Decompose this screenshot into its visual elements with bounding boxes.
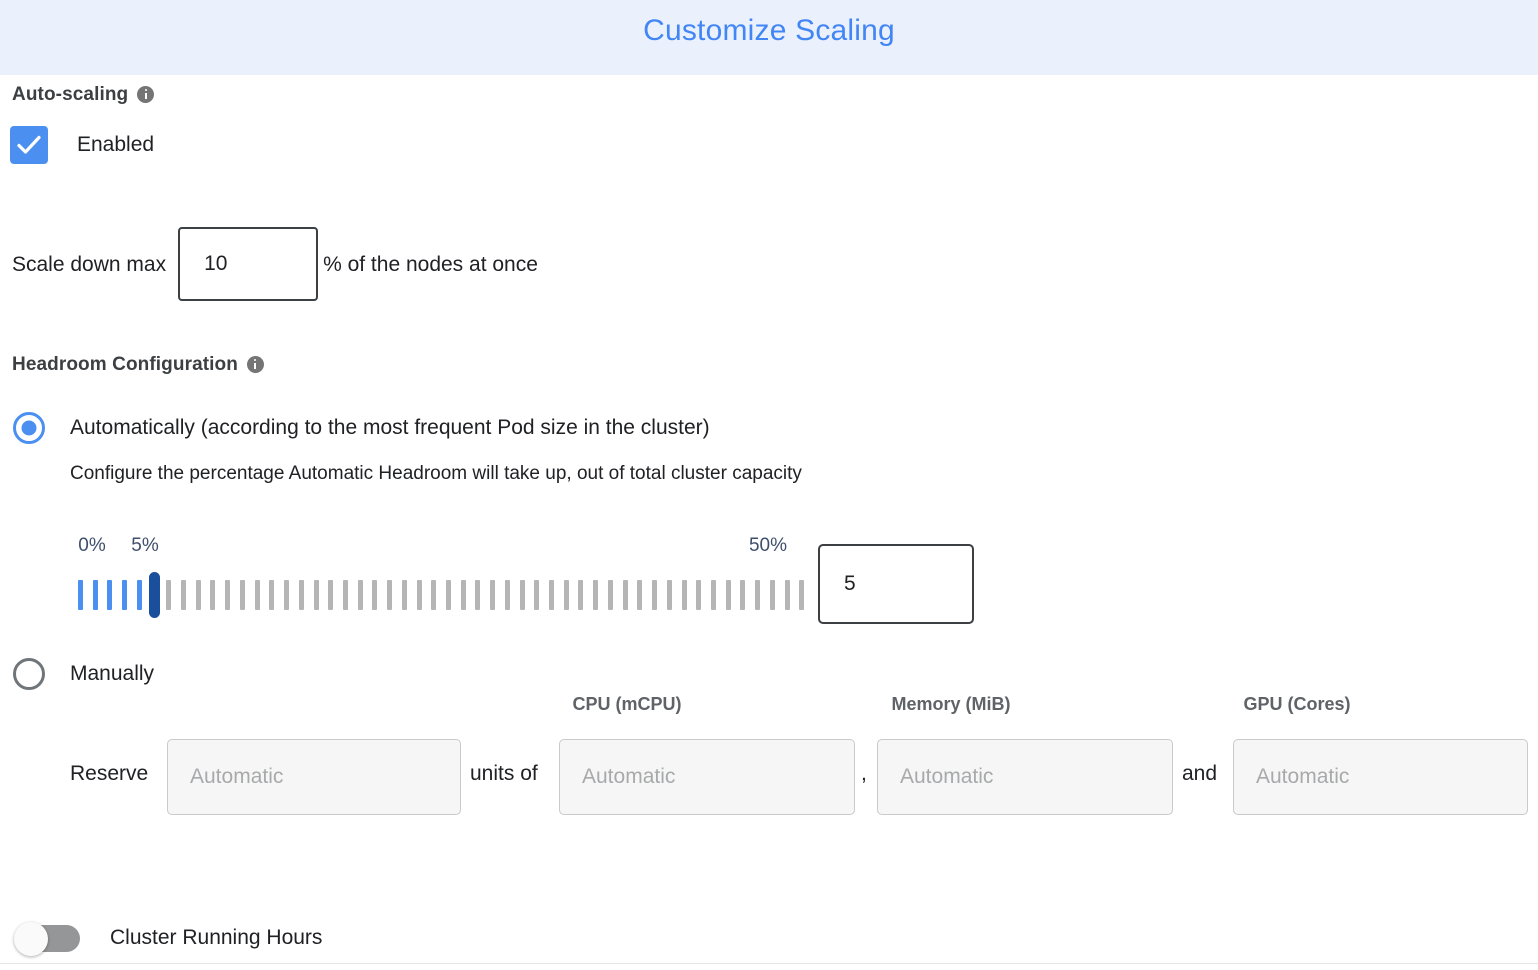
slider-tick[interactable] <box>578 580 584 610</box>
slider-tick[interactable] <box>446 580 451 610</box>
slider-tick[interactable] <box>92 580 98 610</box>
slider-max-label: 50% <box>748 535 788 556</box>
slider-tick-labels: 0% 5% 50% <box>0 535 1538 561</box>
slider-tick[interactable] <box>210 580 216 610</box>
cluster-running-hours-row[interactable]: Cluster Running Hours <box>14 922 323 956</box>
scale-down-max-input[interactable] <box>178 227 319 301</box>
slider-tick[interactable] <box>298 580 304 610</box>
slider-tick[interactable] <box>328 580 334 610</box>
slider-tick[interactable] <box>372 580 378 610</box>
slider-tick[interactable] <box>195 580 201 610</box>
slider-tick[interactable] <box>593 580 599 610</box>
scale-down-max-row: Scale down max % of the nodes at once <box>12 226 538 302</box>
scale-down-max-label: Scale down max <box>12 252 167 276</box>
slider-tick[interactable] <box>490 580 496 610</box>
slider-tick[interactable] <box>755 580 761 610</box>
reserve-cpu-input[interactable] <box>559 739 855 815</box>
auto-scaling-enabled-checkbox[interactable] <box>10 126 48 164</box>
slider-tick[interactable] <box>225 580 231 610</box>
radio-manually-label: Manually <box>70 662 155 685</box>
scale-down-max-suffix: % of the nodes at once <box>323 252 538 276</box>
headroom-description: Configure the percentage Automatic Headr… <box>70 463 802 484</box>
slider-tick[interactable] <box>239 580 245 610</box>
panel-header: Customize Scaling <box>0 0 1538 75</box>
cpu-field-caption: CPU (mCPU) <box>572 694 682 714</box>
reserve-gpu-input[interactable] <box>1233 739 1528 815</box>
slider-tick[interactable] <box>652 580 658 610</box>
slider-tick[interactable] <box>401 580 407 610</box>
slider-tick[interactable] <box>622 580 628 610</box>
slider-tick[interactable] <box>740 580 746 610</box>
slider-track[interactable] <box>78 572 805 618</box>
auto-scaling-section: Auto-scaling <box>12 84 155 106</box>
slider-tick[interactable] <box>78 580 83 610</box>
slider-tick[interactable] <box>519 580 525 610</box>
gpu-field-caption: GPU (Cores) <box>1243 694 1351 714</box>
cluster-running-hours-label: Cluster Running Hours <box>110 926 323 949</box>
slider-tick[interactable] <box>563 580 569 610</box>
page-title: Customize Scaling <box>643 13 895 47</box>
slider-tick[interactable] <box>769 580 775 610</box>
slider-tick[interactable] <box>681 580 687 610</box>
auto-scaling-enabled-row[interactable]: Enabled <box>10 126 154 164</box>
reserve-units-input[interactable] <box>167 739 461 815</box>
slider-tick[interactable] <box>534 580 540 610</box>
toggle-knob <box>14 922 48 956</box>
slider-tick[interactable] <box>504 580 510 610</box>
radio-automatic[interactable] <box>13 412 45 444</box>
slider-tick[interactable] <box>269 580 275 610</box>
radio-automatic-label: Automatically (according to the most fre… <box>70 416 710 439</box>
units-of-connector: units of <box>470 762 538 785</box>
memory-field-caption: Memory (MiB) <box>891 694 1011 714</box>
slider-tick[interactable] <box>416 580 422 610</box>
headroom-percentage-input[interactable] <box>818 544 974 624</box>
slider-tick[interactable] <box>342 580 348 610</box>
slider-tick[interactable] <box>313 580 319 610</box>
cluster-running-hours-toggle[interactable] <box>14 922 80 956</box>
slider-tick[interactable] <box>549 580 555 610</box>
slider-tick[interactable] <box>357 580 363 610</box>
slider-tick[interactable] <box>607 580 613 610</box>
info-icon[interactable] <box>246 356 264 374</box>
check-icon <box>17 135 41 154</box>
reserve-memory-input[interactable] <box>877 739 1173 815</box>
headroom-percentage-slider[interactable]: 0% 5% 50% <box>0 535 1538 635</box>
reserve-label: Reserve <box>70 762 149 785</box>
slider-tick[interactable] <box>387 580 393 610</box>
slider-tick[interactable] <box>710 580 716 610</box>
slider-tick[interactable] <box>284 580 290 610</box>
slider-tick[interactable] <box>725 580 731 610</box>
reserve-row: Reserve units of CPU (mCPU) , Memory (Mi… <box>0 694 1538 829</box>
slider-min-label: 0% <box>78 535 106 556</box>
slider-tick[interactable] <box>799 580 805 610</box>
info-icon[interactable] <box>137 86 155 104</box>
slider-tick[interactable] <box>254 580 260 610</box>
headroom-configuration-section: Headroom Configuration <box>12 354 264 376</box>
auto-scaling-enabled-label: Enabled <box>77 133 155 156</box>
slider-tick[interactable] <box>784 580 790 610</box>
radio-manually[interactable] <box>13 658 45 690</box>
auto-scaling-label: Auto-scaling <box>12 84 129 105</box>
and-connector: and <box>1182 762 1218 785</box>
slider-tick[interactable] <box>181 580 187 610</box>
headroom-option-manually[interactable]: Manually <box>13 658 154 690</box>
slider-tick[interactable] <box>431 580 437 610</box>
headroom-option-automatic[interactable]: Automatically (according to the most fre… <box>13 412 710 444</box>
comma-connector: , <box>861 762 867 785</box>
slider-tick[interactable] <box>637 580 643 610</box>
bottom-divider <box>0 963 1538 964</box>
slider-tick[interactable] <box>666 580 672 610</box>
headroom-configuration-label: Headroom Configuration <box>12 354 238 375</box>
slider-tick[interactable] <box>475 580 481 610</box>
slider-tick[interactable] <box>107 580 113 610</box>
slider-value-label: 5% <box>131 535 159 556</box>
slider-tick[interactable] <box>460 580 466 610</box>
slider-tick[interactable] <box>136 580 142 610</box>
slider-tick[interactable] <box>122 580 128 610</box>
slider-thumb[interactable] <box>148 572 160 618</box>
slider-tick[interactable] <box>166 580 172 610</box>
slider-tick[interactable] <box>696 580 702 610</box>
